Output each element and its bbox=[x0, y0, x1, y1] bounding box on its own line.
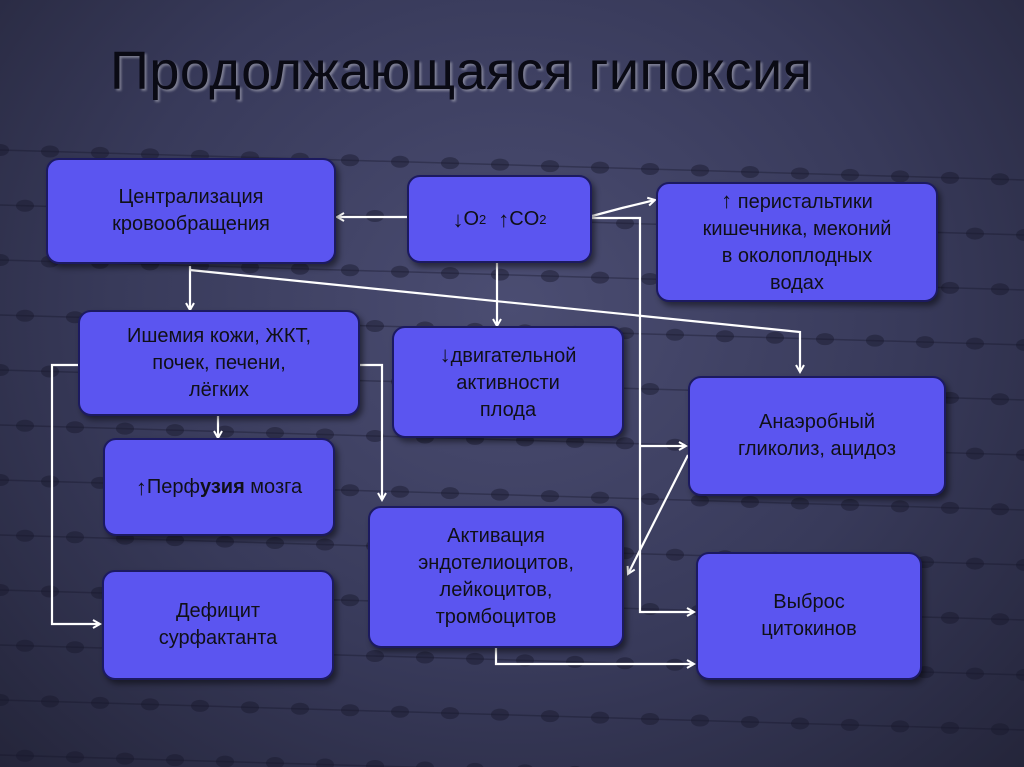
co2-label: CO bbox=[509, 207, 540, 230]
centralization-line-2: кровообращения bbox=[112, 213, 270, 235]
ischemia-line-1: Ишемия кожи, ЖКТ, bbox=[126, 324, 312, 347]
perfusion-text-b: узия bbox=[199, 475, 245, 498]
peristalsis-line-4: водах bbox=[770, 272, 824, 294]
perfusion-text-c: мозга bbox=[244, 475, 303, 498]
decrease-arrow-icon: ↓ bbox=[452, 206, 464, 232]
co2-subscript: 2 bbox=[539, 211, 547, 227]
motor-line-2: активности bbox=[456, 371, 560, 394]
activation-line-2: эндотелиоцитов, bbox=[418, 552, 574, 574]
activation-line-3: лейкоцитов, bbox=[439, 579, 553, 601]
page-title: Продолжающаяся гипоксия bbox=[110, 41, 813, 101]
cytokines-line-1: Выброс bbox=[773, 591, 845, 613]
activation-line-4: тромбоцитов bbox=[435, 606, 557, 628]
o2-subscript: 2 bbox=[479, 211, 487, 227]
surfactant-line-2: сурфактанта bbox=[158, 627, 278, 649]
surfactant-line-1: Дефицит bbox=[175, 600, 261, 622]
box-centralization: Централизация кровообращения bbox=[46, 158, 336, 264]
anaerobic-line-1: Анаэробный bbox=[758, 411, 875, 433]
activation-line-1: Активация bbox=[447, 525, 545, 547]
box-peristalsis: ↑ перистальтики кишечника, меконий в око… bbox=[656, 182, 938, 302]
cytokines-line-2: цитокинов bbox=[761, 618, 857, 640]
box-activation: Активация эндотелиоцитов, лейкоцитов, тр… bbox=[368, 506, 624, 648]
peristalsis-line-1: перистальтики bbox=[737, 191, 873, 213]
box-anaerobic: Анаэробный гликолиз, ацидоз bbox=[688, 376, 946, 496]
increase-arrow-icon: ↑ bbox=[721, 188, 733, 213]
anaerobic-line-2: гликолиз, ацидоз bbox=[738, 438, 896, 460]
peristalsis-line-3: в околоплодных bbox=[721, 245, 873, 267]
ischemia-line-3: лёгких bbox=[188, 378, 249, 401]
centralization-line-1: Централизация bbox=[118, 186, 264, 208]
perfusion-text-a: Перф bbox=[146, 475, 200, 498]
box-cytokines: Выброс цитокинов bbox=[696, 552, 922, 680]
increase-arrow-icon: ↑ bbox=[498, 206, 510, 232]
decrease-arrow-icon: ↓ bbox=[439, 341, 451, 367]
box-surfactant: Дефицит сурфактанта bbox=[102, 570, 334, 680]
peristalsis-line-2: кишечника, меконий bbox=[702, 218, 892, 240]
motor-line-1: двигательной bbox=[450, 344, 577, 367]
motor-line-3: плода bbox=[479, 398, 537, 421]
o2-label: O bbox=[463, 207, 480, 230]
box-ischemia: Ишемия кожи, ЖКТ, почек, печени, лёгких bbox=[78, 310, 360, 416]
increase-arrow-icon: ↑ bbox=[135, 474, 147, 500]
ischemia-line-2: почек, печени, bbox=[152, 351, 286, 374]
box-motor-activity: ↓двигательной активности плода bbox=[392, 326, 624, 438]
